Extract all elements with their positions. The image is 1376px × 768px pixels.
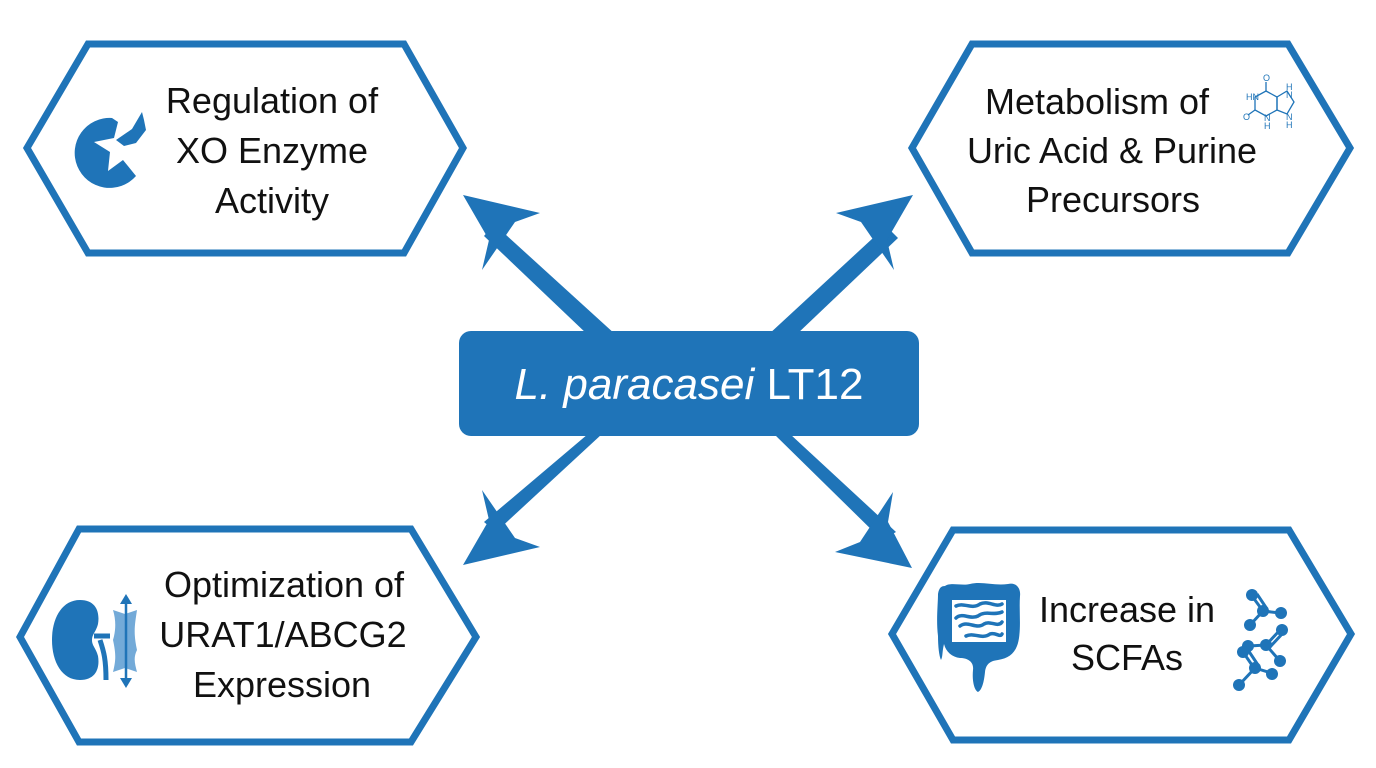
arrow-to-urat1-abcg2 [463,434,602,565]
atom-label: N [1286,112,1293,122]
atom-label: H [1264,121,1271,131]
node-xo-enzyme-line-3: Activity [215,180,329,221]
atom-label: H [1286,120,1293,130]
kidney-transporter-icon [52,594,137,688]
node-uric-acid: Metabolism of Uric Acid & Purine Precurs… [907,40,1355,257]
uric-acid-molecule-icon: O HN H N O N H N H [1243,73,1295,131]
center-box [459,331,919,436]
arrow-to-xo-enzyme [463,195,616,335]
node-xo-enzyme-line-2: XO Enzyme [176,130,368,171]
arrow-up-head [120,594,132,604]
arrow-shaft [484,224,616,335]
molecule-1 [1244,589,1287,631]
arrow-shaft [774,434,896,540]
arrow-head [836,195,913,270]
arrow-down-head [120,678,132,688]
center-strain: LT12 [766,360,863,409]
kidney-shape [52,600,99,680]
node-xo-enzyme-line-1: Regulation of [166,80,379,121]
node-uric-acid-line-3: Precursors [1026,179,1200,220]
intestine-icon [937,583,1021,692]
atom-label: H [1286,82,1293,92]
hexagon-border [22,40,468,257]
arrow-shaft [768,226,898,335]
arrows [463,195,913,568]
arrow-head [463,490,540,565]
node-urat1-abcg2: Optimization of URAT1/ABCG2 Expression [15,525,481,746]
enzyme-inhibition-icon [74,112,146,188]
center-node: L. paracasei LT12 [459,331,919,436]
hexagon-border [15,525,481,746]
arrow-to-uric-acid [768,195,913,335]
center-label: L. paracasei LT12 [515,360,864,409]
center-species: L. paracasei [515,360,756,409]
node-urat1-line-2: URAT1/ABCG2 [159,614,406,655]
node-scfas-line-2: SCFAs [1071,637,1183,678]
node-xo-enzyme: Regulation of XO Enzyme Activity [22,40,468,257]
atom-label: O [1263,73,1270,83]
molecule-3 [1233,646,1278,691]
node-uric-acid-line-1: Metabolism of [985,81,1210,122]
ureter [94,633,110,681]
node-urat1-line-3: Expression [193,664,371,705]
hexagon-border [907,40,1355,257]
atom-label: N [1264,113,1271,123]
atom-label: O [1243,112,1250,122]
node-uric-acid-line-2: Uric Acid & Purine [967,130,1257,171]
node-scfas: Increase in SCFAs [887,526,1356,744]
atom-label: HN [1246,92,1259,102]
arrow-shaft [484,434,602,532]
scfa-molecules-icon [1233,589,1288,691]
node-urat1-line-1: Optimization of [164,564,405,605]
center-space [754,360,766,409]
node-scfas-line-1: Increase in [1039,589,1215,630]
arrow-to-scfas [774,434,912,568]
arrow-head [463,195,540,270]
arrow-head [835,492,912,568]
atom-label: N [1286,90,1293,100]
